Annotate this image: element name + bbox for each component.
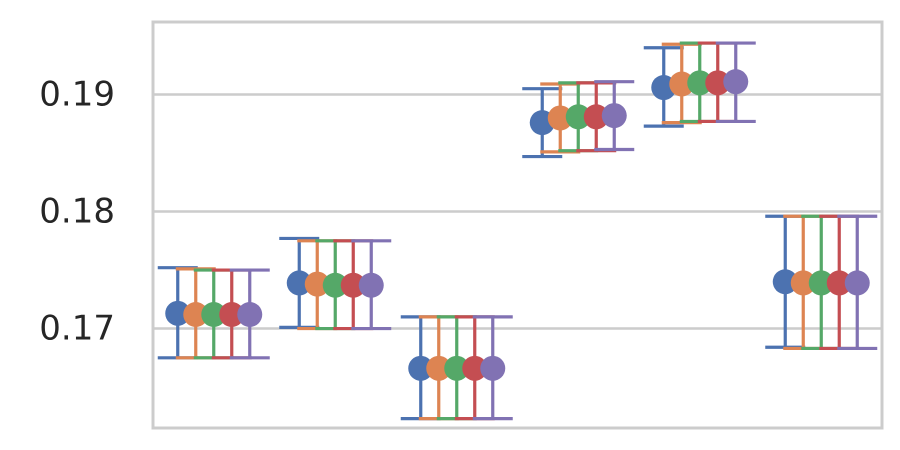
data-point (304, 271, 330, 297)
y-gridlines (153, 93, 882, 330)
data-point (687, 70, 713, 96)
data-point (462, 355, 488, 381)
y-tick-label: 0.17 (39, 309, 115, 349)
data-point (408, 355, 434, 381)
data-point (547, 105, 573, 131)
data-point (565, 104, 591, 130)
data-point (772, 269, 798, 295)
data-point (340, 272, 366, 298)
y-tick-label: 0.19 (39, 75, 115, 115)
data-point (165, 300, 191, 326)
y-tick-label: 0.18 (39, 192, 115, 232)
data-point (723, 69, 749, 95)
data-point (444, 355, 470, 381)
data-point (237, 302, 263, 328)
plot-marks (157, 41, 878, 421)
data-point (583, 104, 609, 130)
data-point (790, 270, 816, 296)
data-point (844, 270, 870, 296)
data-point (201, 302, 227, 328)
data-point (808, 270, 834, 296)
data-point (286, 270, 312, 296)
series-5 (229, 41, 878, 421)
data-point (826, 270, 852, 296)
series-4 (211, 41, 860, 421)
data-point (219, 302, 245, 328)
data-point (601, 103, 627, 129)
data-point (480, 355, 506, 381)
data-point (358, 272, 384, 298)
series-3 (193, 41, 842, 421)
data-point (669, 71, 695, 97)
data-point (322, 272, 348, 298)
plot-frame (151, 20, 884, 430)
y-tick-labels: 0.17 0.18 0.19 (39, 75, 115, 349)
data-point (426, 355, 452, 381)
data-point (705, 70, 731, 96)
data-point (183, 302, 209, 328)
